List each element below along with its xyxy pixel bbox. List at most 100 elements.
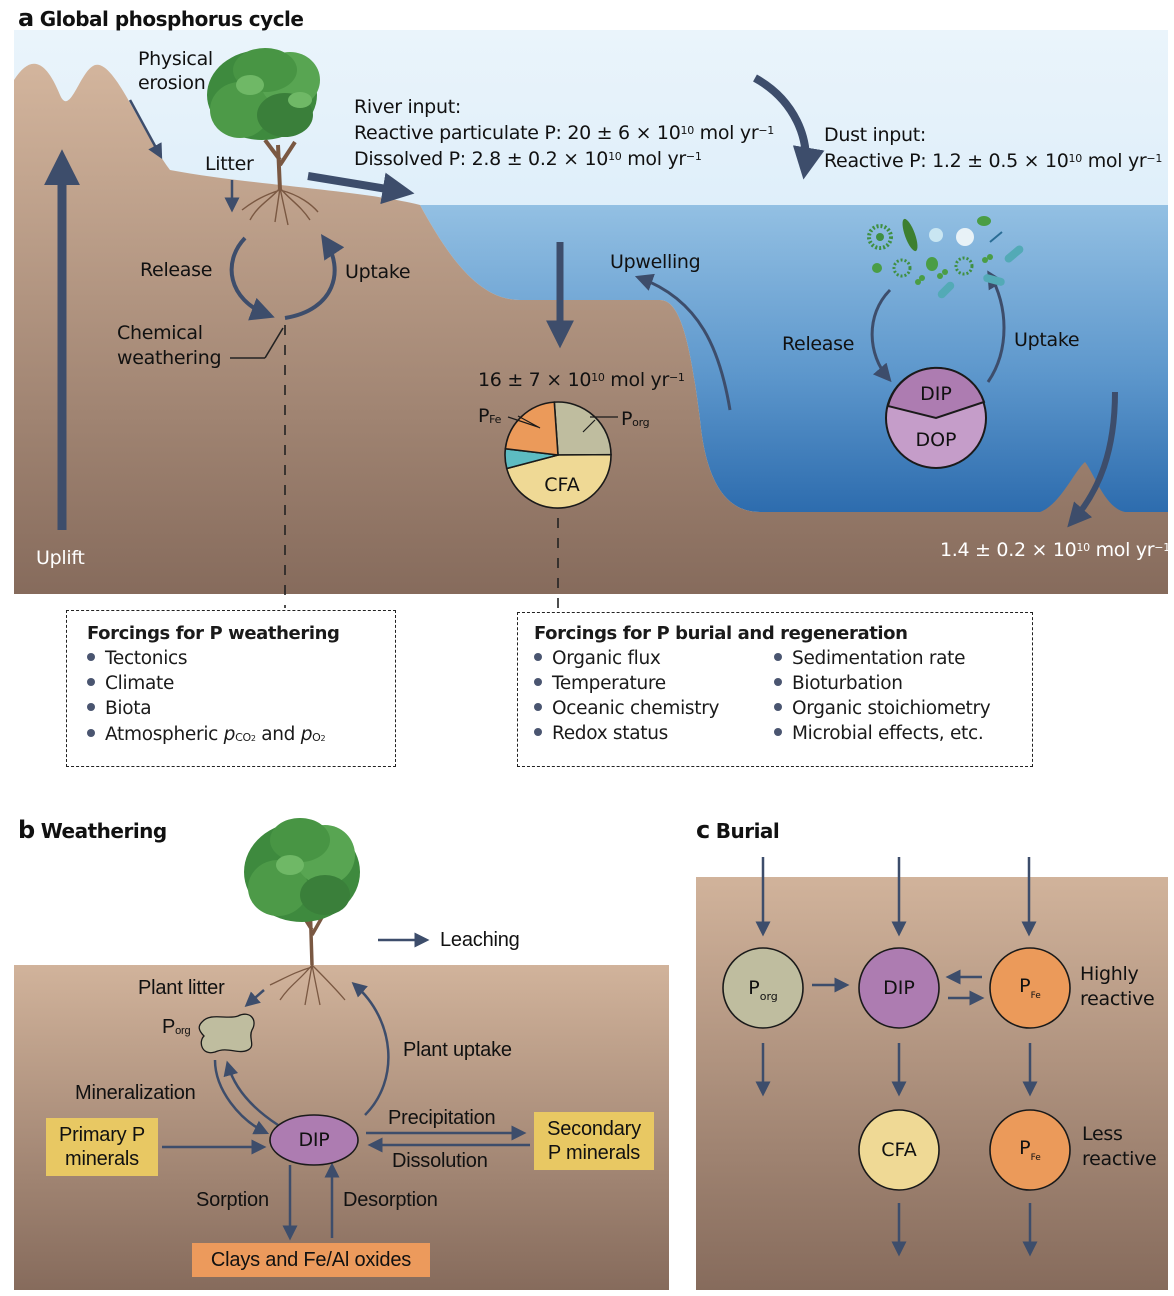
uptake-label-land: Uptake	[345, 261, 411, 283]
plant-litter-label: Plant litter	[138, 977, 225, 999]
list-item: Temperature	[534, 671, 774, 696]
precipitation-label: Precipitation	[388, 1107, 496, 1129]
less-reactive-line1: Less	[1082, 1123, 1123, 1145]
upwelling-arrow	[634, 273, 732, 411]
river-input-heading: River input:	[354, 96, 461, 118]
river-dissolved-unit-exp: −1	[685, 150, 702, 163]
burial-pie	[504, 401, 612, 509]
dip-label-b: DIP	[298, 1129, 330, 1151]
panel-c-title-text: Burial	[715, 819, 780, 843]
porg-sub-b: org	[175, 1025, 191, 1037]
list-item-text: Biota	[105, 698, 152, 719]
list-item: Sedimentation rate	[774, 646, 990, 671]
list-item: Redox status	[534, 721, 774, 746]
tree-b	[244, 818, 360, 1006]
pfe2-sub-c: Fe	[1030, 1153, 1041, 1163]
primary-line1: Primary P	[59, 1124, 145, 1146]
river-particulate-exp: 10	[680, 124, 695, 137]
bullet-icon	[774, 728, 782, 736]
weathering-forcings-title: Forcings for P weathering	[87, 623, 340, 644]
panel-b-letter: b	[18, 816, 35, 844]
bullet-icon	[87, 729, 95, 737]
pco2-subscript: CO2	[235, 731, 256, 744]
list-item-text: Temperature	[552, 673, 666, 694]
pfe2-main-c: P	[1019, 1137, 1031, 1159]
list-item: Organic stoichiometry	[774, 696, 991, 721]
po2-sub-num: 2	[320, 734, 326, 743]
mineralization-label: Mineralization	[75, 1082, 196, 1104]
pco2-sub-text: CO	[235, 731, 251, 744]
bullet-icon	[87, 703, 95, 711]
secondary-line1: Secondary	[547, 1118, 641, 1140]
list-item-text: Redox status	[552, 723, 668, 744]
clays-oxides-box: Clays and Fe/Al oxides	[192, 1243, 430, 1277]
tree-a	[207, 48, 320, 226]
bullet-icon	[87, 678, 95, 686]
dashed-lines	[230, 325, 559, 612]
pie-label-porg-sub: org	[632, 416, 650, 429]
list-item: Microbial effects, etc.	[774, 721, 990, 746]
ocean-dop-label: DOP	[915, 429, 957, 451]
river-input-label: River input: Reactive particulate P: 20 …	[354, 94, 774, 172]
dust-input-unit: mol yr	[1081, 150, 1147, 172]
dissolution-label: Dissolution	[392, 1150, 488, 1172]
bullet-icon	[774, 653, 782, 661]
pie-label-porg: Porg	[621, 407, 650, 431]
plankton	[867, 216, 1024, 299]
panel-c-soil	[696, 877, 1168, 1290]
bullet-icon	[774, 703, 782, 711]
list-item: Atmospheric pCO2 and pO2	[87, 721, 395, 747]
list-item-and: and	[255, 724, 301, 745]
bullet-icon	[87, 653, 95, 661]
uptake-arrow-a	[284, 234, 345, 320]
deep-burial-exp: 10	[1076, 541, 1090, 554]
deep-burial-unit-exp: −1	[1154, 541, 1170, 554]
panel-a-title-text: Global phosphorus cycle	[39, 7, 304, 31]
list-item-text: Tectonics	[105, 648, 188, 669]
plant-uptake-label: Plant uptake	[403, 1039, 512, 1061]
river-dissolved-exp: 10	[608, 150, 622, 163]
burial-forcings-title: Forcings for P burial and regeneration	[534, 623, 908, 644]
release-arrow-ocean	[870, 288, 892, 383]
po2-subscript: O2	[312, 731, 325, 744]
physical-erosion-line2: erosion	[138, 72, 206, 94]
shelf-burial-unit: mol yr	[604, 369, 669, 391]
uplift-label: Uplift	[36, 547, 85, 569]
po2-sub-text: O	[312, 731, 321, 744]
dust-input-label: Dust input: Reactive P: 1.2 ± 0.5 × 1010…	[824, 122, 1162, 174]
release-arrow-a	[229, 236, 275, 321]
porg-label-c: Porg	[748, 977, 778, 1003]
ocean-dip-label: DIP	[920, 383, 952, 405]
arrows-a	[44, 74, 1118, 530]
deep-burial-unit: mol yr	[1089, 539, 1155, 561]
pie-slice-porg	[553, 401, 612, 456]
list-item: Tectonics	[87, 646, 395, 671]
porg-main-c: P	[748, 977, 760, 999]
list-item: Biota	[87, 696, 395, 721]
list-item: Organic flux	[534, 646, 774, 671]
pie-label-pfe-main: P	[478, 405, 490, 427]
desorption-label: Desorption	[343, 1189, 438, 1211]
list-item-text: Organic flux	[552, 648, 661, 669]
pie-label-pfe: PFe	[478, 404, 501, 428]
bullet-icon	[534, 653, 542, 661]
dip-label-c: DIP	[883, 977, 915, 999]
ocean-pool-circle	[885, 366, 987, 469]
litter-label: Litter	[205, 153, 254, 175]
highly-reactive-line2: reactive	[1080, 988, 1155, 1010]
porg-node-c	[722, 947, 804, 1029]
river-dissolved-line: Dissolved P: 2.8 ± 0.2 × 1010 mol yr−1	[354, 146, 774, 172]
chemical-weathering-line2: weathering	[117, 347, 222, 369]
deep-burial-arrow	[1067, 391, 1118, 528]
porg-blob	[198, 1013, 255, 1054]
bullet-icon	[534, 728, 542, 736]
cfa-label-c: CFA	[881, 1139, 917, 1161]
pfe-less-node-c	[989, 1109, 1071, 1191]
shelf-burial-flux: 16 ± 7 × 1010 mol yr−1	[478, 368, 685, 392]
pfe-label-c: PFe	[1019, 975, 1041, 1001]
land	[14, 63, 1168, 595]
highly-reactive-line1: Highly	[1080, 963, 1139, 985]
